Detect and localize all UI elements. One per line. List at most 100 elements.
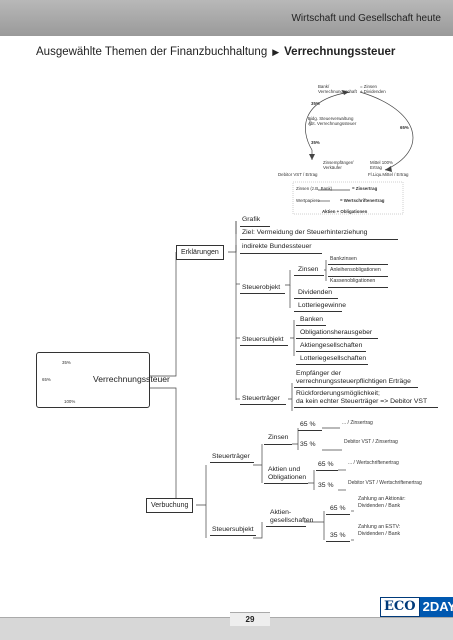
legend-1b: = Zinsertrag <box>352 186 378 191</box>
node-vb-steuertraeger: Steuerträger <box>212 453 250 460</box>
vb-a35: 35 % <box>330 532 346 539</box>
center-label: Verrechnungssteuer <box>93 374 170 384</box>
obligations-underline <box>296 338 378 339</box>
node-lotterie: Lotteriegewinne <box>298 302 346 309</box>
footer-bar <box>0 618 453 640</box>
node-bankzinsen: Bankzinsen <box>330 256 357 262</box>
grafik-liqmittel: Fl.Liqu.Mittel / Ertrag <box>368 172 409 177</box>
grafik-underline <box>240 226 270 227</box>
steuerobjekt-underline <box>240 293 285 294</box>
node-vb-steuersubjekt: Steuersubjekt <box>212 526 254 533</box>
grafik-35b: 35% <box>311 140 320 145</box>
steuersubjekt-underline <box>240 345 288 346</box>
header-text: Wirtschaft und Gesellschaft heute <box>291 13 441 24</box>
vb-z35: 35 % <box>300 441 316 448</box>
indirekt-underline <box>240 253 322 254</box>
empf-line2: verrechnungssteuerpflichtigen Erträge <box>296 378 411 385</box>
vb-aktien-1: Aktien und <box>268 466 301 473</box>
vb-zinsen-underline <box>264 444 292 445</box>
empf-line1: Empfänger der <box>296 370 341 377</box>
steuertraeger-underline <box>240 404 286 405</box>
vb-aktien-underline <box>264 483 308 484</box>
vb-a65-underline <box>326 514 350 515</box>
legend-1: Zinsen (z.B. Bank) <box>296 186 333 191</box>
grafik-35a: 35% <box>311 101 320 106</box>
grafik-mittel: Mittel 100% Ertrag <box>370 160 393 170</box>
icon-label-2: 65% <box>42 377 51 382</box>
vb-aktienges-underline <box>266 526 306 527</box>
rueck-line1: Rückforderungsmöglichkeit; <box>296 390 380 397</box>
icon-label-1: 35% <box>62 360 71 365</box>
ziel-underline <box>240 239 398 240</box>
node-dividenden: Dividenden <box>298 289 333 296</box>
subj-obligations: Obligationsherausgeber <box>300 329 373 336</box>
node-indirekt: indirekte Bundessteuer <box>242 243 312 250</box>
node-kassen: Kassenobligationen <box>330 278 376 284</box>
node-erklaerungen: Erklärungen <box>176 245 224 260</box>
subj-aktienges: Aktiengesellschaften <box>300 342 363 349</box>
vb-z65: 65 % <box>300 421 316 428</box>
vb-a65-text1: Zahlung an Aktionär: <box>358 496 406 502</box>
node-zinsen: Zinsen <box>298 266 319 273</box>
bankzinsen-underline <box>328 264 388 265</box>
vb-a35-text2: Dividenden / Bank <box>358 531 401 537</box>
dividenden-underline <box>294 298 338 299</box>
rueck-underline <box>294 407 438 408</box>
vb-z65-text: ... / Zinsertrag <box>342 420 373 426</box>
rueck-line2: da kein echter Steuerträger => Debitor V… <box>296 398 428 405</box>
icon-label-3: 100% <box>64 399 76 404</box>
grafik-65: 65% <box>400 125 409 130</box>
section-title: Ausgewählte Themen der Finanzbuchhaltung <box>36 46 268 58</box>
subj-banken: Banken <box>300 316 324 323</box>
grafik-zinsempf: Zinsempfänger/ Verkäufer <box>323 160 354 170</box>
vb-aktienges-1: Aktien- <box>270 509 292 516</box>
logo-day: 2DAY <box>419 597 453 617</box>
vb-aktien-2: Obligationen <box>268 474 307 481</box>
arrow-right-icon: ▶ <box>272 47 280 57</box>
vb-zinsen: Zinsen <box>268 434 289 441</box>
legend-2: Wertpapiere <box>296 198 320 203</box>
node-verbuchung: Verbuchung <box>146 498 194 513</box>
lotterieges-underline <box>296 364 368 365</box>
grafik-bank: Bank/ Verrechnungsschaft <box>318 84 357 94</box>
vb-z65-underline <box>298 430 322 431</box>
grafik-zinsen: = Zinsen + Dividenden <box>360 84 386 94</box>
anleihen-underline <box>328 276 388 277</box>
vb-w65-underline <box>316 470 338 471</box>
header-divider <box>0 36 453 38</box>
node-steuertraeger: Steuerträger <box>242 395 280 402</box>
empf-underline <box>294 387 418 388</box>
grafik-debitor: Debitor VST / Ertrag <box>278 172 318 177</box>
vb-a65: 65 % <box>330 505 346 512</box>
vb-w65-text: ... / Wertschriftenertrag <box>348 460 399 466</box>
node-grafik: Grafik <box>242 216 261 223</box>
logo-eco: ECO <box>380 597 420 617</box>
topic-title: Verrechnungssteuer <box>284 46 396 58</box>
aktienges-underline <box>296 351 366 352</box>
kassen-underline <box>328 287 388 288</box>
footer-rule <box>0 617 453 618</box>
lotterie-underline <box>294 311 342 312</box>
eco2day-logo: ECO 2DAY + <box>380 597 453 617</box>
node-anleihen: Anleihensobligationen <box>330 267 381 273</box>
subj-lotterieges: Lotteriegesellschaften <box>300 355 367 362</box>
grafik-steuerverw: Eidg. Steuerverwaltung Abt. Verrechnungs… <box>308 116 357 126</box>
vb-a35-underline <box>326 541 350 542</box>
legend-2b: = Wertschriftenertrag <box>340 198 385 203</box>
vb-steuersubjekt-underline <box>210 535 256 536</box>
vb-w65: 65 % <box>318 461 334 468</box>
node-steuersubjekt: Steuersubjekt <box>242 336 284 343</box>
banken-underline <box>296 325 326 326</box>
vb-a35-text1: Zahlung an ESTV: <box>358 524 401 530</box>
vb-steuertraeger-underline <box>210 462 254 463</box>
vb-a65-text2: Dividenden / Bank <box>358 503 401 509</box>
page-title: Ausgewählte Themen der Finanzbuchhaltung… <box>36 46 395 58</box>
page-number: 29 <box>230 612 270 626</box>
header-bar: Wirtschaft und Gesellschaft heute <box>0 0 453 36</box>
legend-3: Aktien + Obligationen <box>322 209 368 214</box>
zinsen-underline <box>294 275 324 276</box>
node-steuerobjekt: Steuerobjekt <box>242 284 281 291</box>
vb-z35-text: Debitor VST / Zinsertrag <box>344 439 398 445</box>
vb-w35: 35 % <box>318 482 334 489</box>
